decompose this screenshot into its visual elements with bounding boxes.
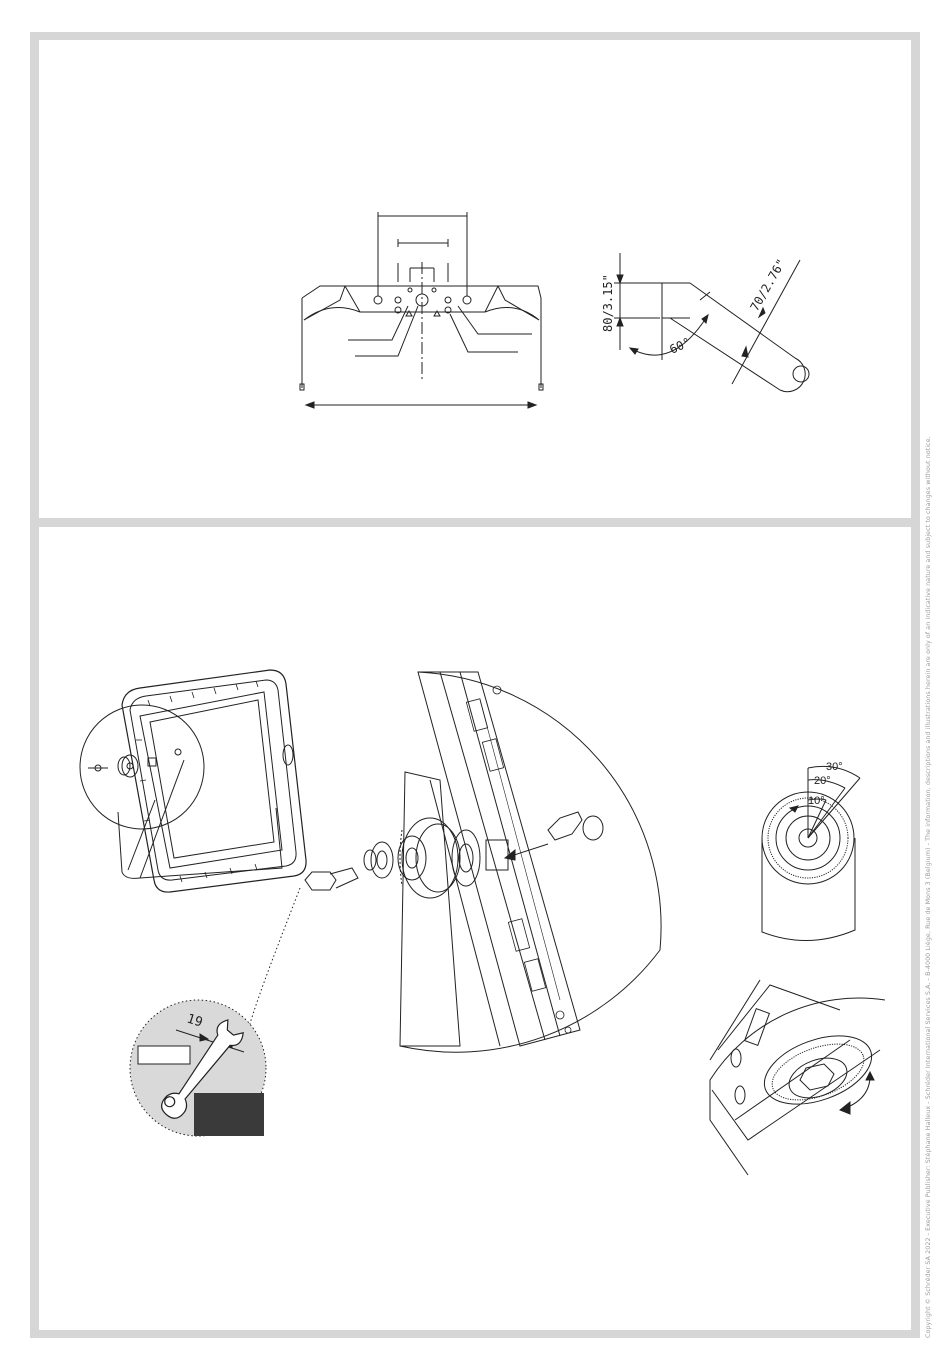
detail-bolt	[88, 748, 182, 778]
angle-label: 60°	[667, 335, 693, 357]
width-dimension-label: 70/2.76"	[747, 256, 788, 313]
height-dimension-label: 80/3.15"	[601, 274, 615, 332]
angle-20-label: 20°	[814, 775, 831, 787]
wrench-detail: 19	[129, 999, 267, 1137]
tightening-detail	[709, 979, 886, 1176]
redaction-box	[194, 1093, 264, 1136]
angle-30-label: 30°	[826, 761, 843, 773]
bracket-side-view: 80/3.15" 70/2.76" 60°	[601, 253, 810, 393]
exploded-view	[247, 671, 662, 1053]
label-box	[137, 1045, 191, 1065]
floodlight-luminaire	[79, 669, 307, 893]
bottom-panel	[39, 527, 911, 1330]
tilt-angle-detail: 30° 20° 10°	[761, 761, 861, 941]
bracket-front-view	[299, 212, 544, 409]
top-panel	[39, 40, 911, 518]
wrench-size-label: 19	[185, 1012, 205, 1031]
copyright-notice: Copyright © Schréder SA 2022 - Executive…	[925, 436, 932, 1338]
